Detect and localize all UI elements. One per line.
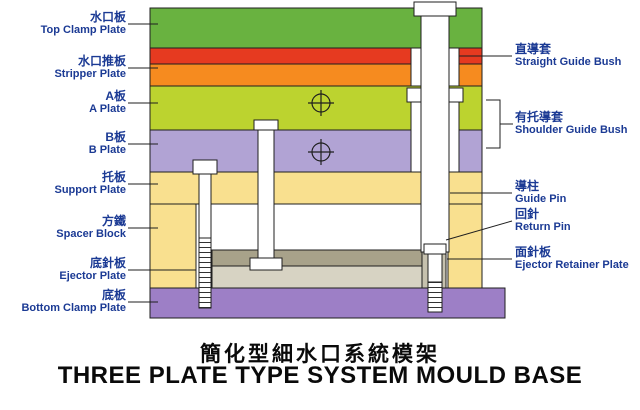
label-bottom-clamp-plate-en: Bottom Clamp Plate [21,302,126,314]
support-screw-thread-shape [198,237,212,309]
label-top-clamp-plate: 水口板 Top Clamp Plate [2,10,126,37]
title-english: THREE PLATE TYPE SYSTEM MOULD BASE [57,362,583,389]
label-return-pin-zh: 回針 [515,207,540,221]
label-support-plate-zh: 托板 [101,170,126,184]
label-return-pin-en: Return Pin [515,221,571,233]
support-screw-head-shape [192,159,218,175]
spacer-block-left-shape [149,203,197,289]
guide-pin-head-shape [413,1,457,17]
screw-hole-symbol-a [308,90,334,116]
label-ejector-plate-en: Ejector Plate [59,270,126,282]
center-pin-foot-shape [249,257,283,271]
label-stripper-plate-zh: 水口推板 [77,54,126,68]
center-pin-shaft-shape [257,129,275,259]
label-shoulder-guide-bush: 有托導套 Shoulder Guide Bush [515,110,639,137]
label-a-plate-en: A Plate [89,103,126,115]
label-b-plate-en: B Plate [88,144,126,156]
label-spacer-block-zh: 方鐵 [101,214,126,228]
label-support-plate: 托板 Support Plate [2,170,126,197]
label-top-clamp-plate-en: Top Clamp Plate [40,24,126,36]
ejector-plate-shape [211,265,423,289]
label-shoulder-guide-bush-en: Shoulder Guide Bush [515,124,628,136]
label-stripper-plate: 水口推板 Stripper Plate [2,54,126,81]
label-guide-pin-zh: 導柱 [515,179,540,193]
label-ejector-retainer-plate: 面針板 Ejector Retainer Plate [515,245,639,272]
center-pin-head-shape [253,119,279,131]
label-a-plate-zh: A板 [105,89,126,103]
title-chinese: 簡化型細水口系統模架 [200,343,440,366]
spacer-block-right-shape [447,203,483,289]
label-ejector-plate-zh: 底針板 [89,256,126,270]
label-shoulder-guide-bush-zh: 有托導套 [515,110,564,124]
label-guide-pin: 導柱 Guide Pin [515,179,639,206]
label-return-pin: 回針 Return Pin [515,207,639,234]
label-ejector-retainer-plate-en: Ejector Retainer Plate [515,259,629,271]
label-straight-guide-bush-en: Straight Guide Bush [515,56,622,68]
screw-hole-symbol-b [308,139,334,165]
label-bottom-clamp-plate-zh: 底板 [101,288,126,302]
label-stripper-plate-en: Stripper Plate [54,68,126,80]
guide-pin-shaft-shape [420,15,450,253]
label-bottom-clamp-plate: 底板 Bottom Clamp Plate [2,288,126,315]
label-top-clamp-plate-zh: 水口板 [89,10,126,24]
return-pin-thread-shape [427,281,443,313]
label-b-plate-zh: B板 [105,130,126,144]
ejector-retainer-plate-shape [211,249,423,267]
label-spacer-block-en: Spacer Block [56,228,126,240]
leader-lines [128,23,513,303]
label-guide-pin-en: Guide Pin [515,193,567,205]
return-pin-collar-shape [423,243,447,255]
label-a-plate: A板 A Plate [2,89,126,116]
label-ejector-retainer-plate-zh: 面針板 [515,245,552,259]
label-spacer-block: 方鐵 Spacer Block [2,214,126,241]
label-straight-guide-bush: 直導套 Straight Guide Bush [515,42,639,69]
label-straight-guide-bush-zh: 直導套 [515,42,552,56]
label-b-plate: B板 B Plate [2,130,126,157]
label-ejector-plate: 底針板 Ejector Plate [2,256,126,283]
label-support-plate-en: Support Plate [54,184,126,196]
